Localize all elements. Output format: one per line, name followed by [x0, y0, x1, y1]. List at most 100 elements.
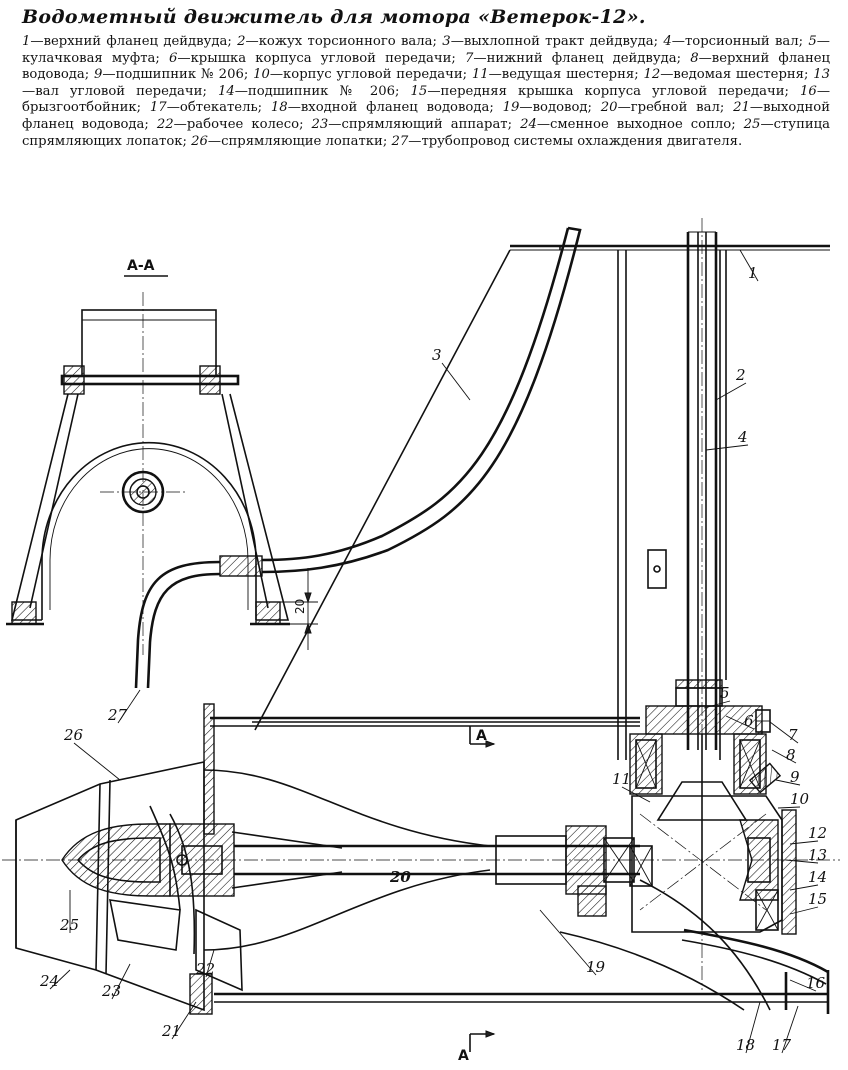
leader-line-8: [771, 749, 797, 764]
legend-text: торсионный вал: [684, 34, 799, 49]
legend-number: 15: [410, 83, 428, 99]
part-label-12: 12: [808, 824, 827, 842]
legend-item: 17—обтекатель;: [149, 100, 271, 116]
legend-number: 17: [149, 100, 167, 116]
legend-number: 10: [253, 67, 270, 83]
legend-item: 7—нижний фланец дейдвуда;: [465, 50, 691, 66]
legend-text: корпус угловой передачи: [283, 67, 463, 83]
part-label-14: 14: [808, 868, 827, 886]
part-label-19: 19: [586, 958, 606, 976]
leader-line-6: [725, 715, 755, 730]
legend-text: ступица спрямляющих лопаток: [22, 116, 830, 149]
legend-text: спрямляющий аппарат: [341, 116, 508, 132]
section-title: А-А: [127, 258, 155, 274]
leader-line-27: [117, 689, 141, 724]
part-label-24: 24: [39, 972, 59, 990]
part-label-21: 21: [161, 1022, 181, 1040]
legend-number: 7: [465, 50, 474, 66]
legend-item: 19—водовод;: [502, 100, 601, 116]
legend-number: 4: [663, 34, 672, 49]
part-label-13: 13: [808, 846, 827, 864]
legend-text: входной фланец водовода: [300, 100, 490, 116]
legend-item: 4—торсионный вал;: [663, 34, 809, 49]
legend-number: 18: [270, 100, 288, 116]
leader-line-26: [73, 742, 121, 781]
part-label-3: 3: [432, 346, 442, 364]
legend-number: 21: [733, 100, 750, 116]
legend-text: сменное выходное сопло: [550, 116, 732, 132]
legend-item: 26—спрямляющие лопатки;: [191, 133, 392, 149]
front-cover: [781, 809, 797, 935]
legend-number: 8: [690, 50, 699, 66]
leader-line-22: [205, 949, 215, 978]
legend-text: гребной вал: [630, 100, 720, 116]
legend-text: кожух торсионного вала: [258, 34, 433, 49]
legend-text: подшипник № 206: [247, 83, 396, 99]
leader-line-14: [789, 884, 819, 891]
legend-item: 15—передняя крышка корпуса угловой перед…: [410, 83, 801, 99]
part-label-26: 26: [63, 726, 84, 744]
legend-item: 21—выходной фланец водовода;: [22, 100, 831, 132]
legend-text: выхлопной тракт дейдвуда: [463, 34, 654, 49]
leader-line-10: [777, 806, 801, 809]
legend-item: 14—подшипник № 206;: [217, 83, 411, 99]
legend-text: передняя крышка корпуса угловой передачи: [440, 83, 785, 99]
waterjet-drawing: А-А: [2, 218, 840, 1064]
legend-number: 20: [600, 100, 618, 116]
leader-line-2: [715, 382, 747, 401]
legend-text: верхний фланец водовода: [22, 50, 831, 83]
legend-text: рабочее колесо: [186, 116, 300, 132]
leader-line-4: [705, 444, 749, 451]
legend-item: 20—гребной вал;: [600, 100, 734, 116]
legend-item: 10—корпус угловой передачи;: [253, 67, 472, 83]
legend-text: ведущая шестерня: [501, 67, 635, 83]
legend-text: трубопровод системы охлаждения двигателя: [421, 133, 738, 149]
leader-line-13: [785, 859, 819, 864]
legend-number: 26: [191, 133, 208, 149]
leader-line-7: [769, 721, 799, 744]
part-label-8: 8: [786, 746, 796, 764]
legend-item: 22—рабочее колесо;: [156, 116, 312, 132]
leader-line-3: [441, 362, 471, 401]
legend-number: 25: [743, 116, 761, 132]
legend-item: 1—верхний фланец дейдвуда;: [22, 34, 238, 49]
part-label-1: 1: [748, 264, 758, 282]
legend-item: 12—ведомая шестерня;: [643, 67, 814, 83]
part-label-18: 18: [736, 1036, 755, 1054]
label-shaft: 20: [389, 868, 411, 886]
part-label-16: 16: [806, 974, 826, 992]
legend-item: 2—кожух торсионного вала;: [237, 34, 443, 49]
legend-number: 19: [502, 100, 520, 116]
legend-item: 9—подшипник № 206;: [94, 67, 254, 83]
part-label-23: 23: [101, 982, 121, 1000]
legend-item: 11—ведущая шестерня;: [471, 67, 644, 83]
part-label-15: 15: [808, 890, 827, 908]
part-label-10: 10: [790, 790, 810, 808]
leader-line-18: [745, 1001, 761, 1054]
legend-text: подшипник № 206: [115, 67, 244, 83]
legend-number: 12: [643, 67, 661, 83]
leader-line-21: [171, 1001, 197, 1040]
part-label-27: 27: [107, 706, 128, 724]
legend-item: 13—вал угловой передачи;: [22, 67, 831, 99]
legend-number: 6: [168, 50, 178, 66]
bolt-right: [199, 365, 221, 395]
part-label-4: 4: [737, 428, 748, 446]
part-label-2: 2: [735, 366, 746, 384]
legend-item: 8—верхний фланец водовода;: [22, 50, 831, 83]
leader-line-23: [111, 963, 131, 1000]
leader-line-9: [775, 779, 801, 786]
legend-text: обтекатель: [179, 100, 258, 116]
leader-line-16: [789, 979, 817, 992]
legend-item: 3—выхлопной тракт дейдвуда;: [442, 34, 664, 49]
legend-item: 24—сменное выходное сопло;: [520, 116, 744, 132]
legend-number: 11: [471, 67, 489, 83]
legend-number: 16: [800, 83, 817, 99]
legend-number: 23: [311, 116, 329, 132]
legend-item: 18—входной фланец водовода;: [270, 100, 503, 116]
legend-text: водовод: [532, 100, 588, 116]
leader-line-17: [781, 1005, 799, 1054]
legend-item: 27—трубопровод системы охлаждения двигат…: [391, 133, 743, 149]
legend-text: брызгоотбойник: [22, 100, 137, 116]
part-label-5: 5: [720, 684, 730, 702]
